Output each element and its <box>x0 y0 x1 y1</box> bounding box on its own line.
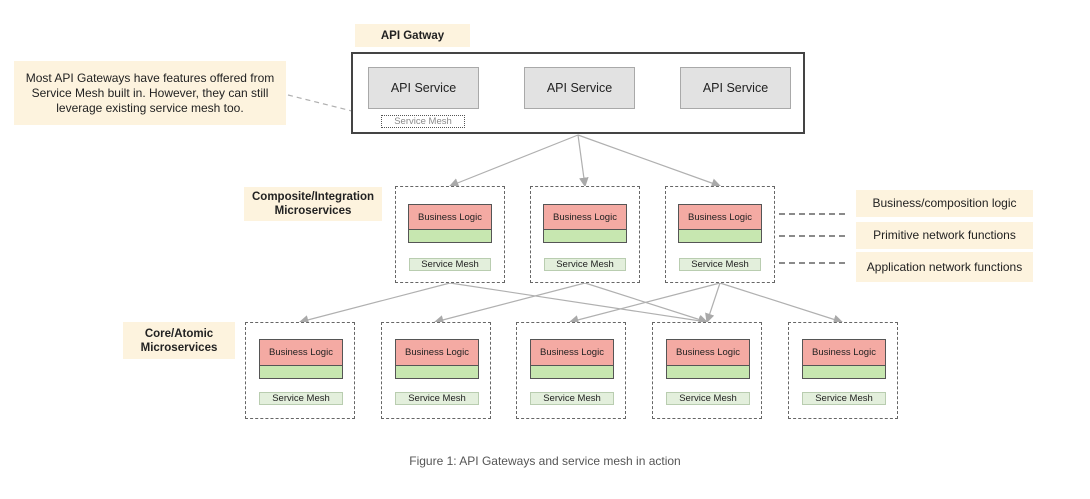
service-mesh-block: Service Mesh <box>679 258 761 271</box>
business-logic-block: Business Logic <box>543 204 627 230</box>
network-functions-block <box>530 366 614 379</box>
network-functions-block <box>408 230 492 243</box>
business-logic-block: Business Logic <box>678 204 762 230</box>
edge-c2-core2 <box>433 282 586 325</box>
gateway-note: Most API Gateways have features offered … <box>14 61 286 125</box>
business-logic-block: Business Logic <box>666 339 750 366</box>
edge-c3-core3 <box>568 282 721 325</box>
composite-service-2: Business Logic Service Mesh <box>530 186 640 283</box>
service-mesh-block: Service Mesh <box>409 258 491 271</box>
network-functions-block <box>802 366 886 379</box>
business-logic-block: Business Logic <box>395 339 479 366</box>
core-section-title: Core/Atomic Microservices <box>123 322 235 359</box>
edge-c3-core5 <box>719 282 844 325</box>
figure-caption: Figure 1: API Gateways and service mesh … <box>409 454 681 468</box>
network-functions-block <box>678 230 762 243</box>
service-mesh-block: Service Mesh <box>802 392 886 405</box>
composite-section-title: Composite/Integration Microservices <box>244 187 382 221</box>
core-service-2: Business Logic Service Mesh <box>381 322 491 419</box>
api-service-3: API Service <box>680 67 791 109</box>
edge-c1-core1 <box>298 282 451 325</box>
service-mesh-block: Service Mesh <box>530 392 614 405</box>
service-mesh-block: Service Mesh <box>259 392 343 405</box>
core-service-1: Business Logic Service Mesh <box>245 322 355 419</box>
service-mesh-block: Service Mesh <box>395 392 479 405</box>
business-logic-block: Business Logic <box>802 339 886 366</box>
core-service-3: Business Logic Service Mesh <box>516 322 626 419</box>
edge-note-to-mesh <box>287 94 382 121</box>
business-logic-block: Business Logic <box>259 339 343 366</box>
gateway-service-mesh: Service Mesh <box>381 115 465 128</box>
composite-service-3: Business Logic Service Mesh <box>665 186 775 283</box>
core-service-5: Business Logic Service Mesh <box>788 322 898 419</box>
service-mesh-block: Service Mesh <box>666 392 750 405</box>
api-service-1: API Service <box>368 67 479 109</box>
legend-primitive-network: Primitive network functions <box>856 222 1033 249</box>
gateway-title: API Gatway <box>355 24 470 47</box>
business-logic-block: Business Logic <box>530 339 614 366</box>
api-gateway: API Service API Service API Service Serv… <box>351 52 805 134</box>
service-mesh-block: Service Mesh <box>544 258 626 271</box>
network-functions-block <box>259 366 343 379</box>
legend-business-logic: Business/composition logic <box>856 190 1033 217</box>
network-functions-block <box>395 366 479 379</box>
edge-c1-core4 <box>449 282 709 326</box>
business-logic-block: Business Logic <box>408 204 492 230</box>
edge-gateway-composite-3 <box>577 134 722 188</box>
network-functions-block <box>543 230 627 243</box>
composite-service-1: Business Logic Service Mesh <box>395 186 505 283</box>
network-functions-block <box>666 366 750 379</box>
edge-gateway-composite-1 <box>448 134 579 188</box>
legend-application-network: Application network functions <box>856 252 1033 282</box>
core-service-4: Business Logic Service Mesh <box>652 322 762 419</box>
edge-gateway-composite-2 <box>577 134 589 188</box>
edge-c3-core4 <box>705 282 721 324</box>
api-service-2: API Service <box>524 67 635 109</box>
